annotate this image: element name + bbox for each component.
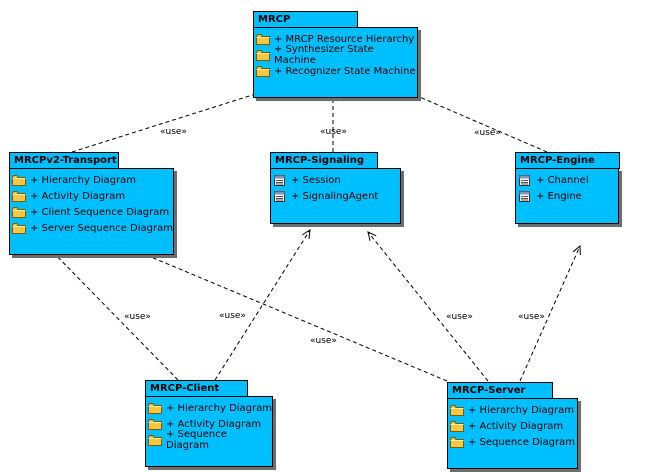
package-server[interactable]: + Hierarchy Diagram + Activity Diagram + S… [447, 382, 582, 472]
item-label: + Client Sequence Diagram [30, 206, 170, 218]
package-item[interactable]: + Synthesizer State Machine [254, 44, 417, 66]
folder-icon [12, 190, 26, 202]
dependency-line-server-to-signaling [367, 231, 489, 382]
folder-icon [12, 222, 26, 234]
item-label: + Hierarchy Diagram [30, 174, 137, 186]
folder-icon [256, 33, 270, 45]
folder-icon [12, 206, 26, 218]
package-body: + MRCP Resource Hierarchy+ Synthesizer S… [253, 27, 418, 98]
item-label: + Activity Diagram [468, 420, 564, 432]
class-icon [519, 174, 530, 186]
package-item[interactable]: + Sequence Diagram [146, 429, 272, 451]
folder-icon [148, 418, 162, 430]
use-stereotype-label: «use» [474, 128, 501, 138]
dependency-line-client-to-transport [46, 245, 179, 381]
package-name: MRCP-Client [145, 380, 248, 397]
item-label: + Activity Diagram [166, 418, 262, 430]
folder-icon [148, 434, 162, 446]
item-label: + Engine [536, 190, 582, 202]
dependency-line-server-to-engine [519, 245, 581, 382]
use-stereotype-label: «use» [219, 311, 246, 321]
package-transport[interactable]: + Hierarchy Diagram + Activity Diagram + C… [9, 152, 178, 259]
item-label: + Hierarchy Diagram [468, 404, 575, 416]
folder-icon [450, 420, 464, 432]
arrowhead-icon [302, 229, 311, 239]
class-icon [274, 190, 285, 202]
package-item[interactable]: + Activity Diagram [448, 418, 577, 434]
package-item[interactable]: + MRCP Resource Hierarchy [254, 31, 417, 47]
class-icon [519, 190, 530, 202]
package-item[interactable]: + Client Sequence Diagram [10, 204, 173, 220]
package-signaling[interactable]: + Session + SignalingAgent MRCP-Signaling [270, 152, 405, 228]
package-engine[interactable]: + Channel + Engine MRCP-Engine [515, 152, 623, 228]
arrowhead-icon [572, 244, 581, 256]
dependency-line-server-to-transport [119, 243, 448, 382]
dependency-line-client-to-signaling [214, 229, 311, 381]
package-body: + Hierarchy Diagram + Activity Diagram + S… [447, 398, 578, 469]
item-label: + Hierarchy Diagram [166, 402, 273, 414]
package-mrcp[interactable]: + MRCP Resource Hierarchy+ Synthesizer S… [253, 11, 422, 102]
package-name: MRCP-Signaling [270, 152, 378, 169]
folder-icon [256, 65, 270, 77]
package-item[interactable]: + Hierarchy Diagram [146, 400, 272, 416]
dependency-line-engine-to-mrcp [407, 91, 548, 153]
dependency-line-transport-to-mrcp [71, 91, 263, 153]
use-stereotype-label: «use» [160, 127, 187, 137]
package-body: + Hierarchy Diagram + Activity Diagram+ S… [145, 396, 273, 467]
item-label: + Synthesizer State Machine [274, 44, 374, 66]
folder-icon [256, 49, 270, 61]
item-label: + Channel [536, 174, 589, 186]
package-body: + Channel + Engine [515, 168, 619, 224]
package-item[interactable]: + Session [271, 172, 400, 188]
folder-icon [148, 402, 162, 414]
package-item[interactable]: + Activity Diagram [10, 188, 173, 204]
package-item[interactable]: + Sequence Diagram [448, 434, 577, 450]
folder-icon [450, 436, 464, 448]
use-stereotype-label: «use» [518, 312, 545, 322]
package-body: + Hierarchy Diagram + Activity Diagram + C… [9, 168, 174, 255]
item-label: + Activity Diagram [30, 190, 126, 202]
item-label: + Server Sequence Diagram [30, 222, 173, 234]
use-stereotype-label: «use» [446, 312, 473, 322]
item-label: + Sequence Diagram [166, 429, 227, 451]
package-item[interactable]: + Activity Diagram [146, 416, 272, 432]
package-body: + Session + SignalingAgent [270, 168, 401, 224]
item-label: + SignalingAgent [291, 190, 379, 202]
package-name: MRCP-Server [447, 382, 553, 399]
item-label: + Sequence Diagram [468, 436, 575, 448]
package-item[interactable]: + Server Sequence Diagram [10, 220, 173, 236]
item-label: + Session [291, 174, 341, 186]
use-stereotype-label: «use» [320, 127, 347, 137]
package-client[interactable]: + Hierarchy Diagram + Activity Diagram+ S… [145, 380, 277, 471]
use-stereotype-label: «use» [310, 336, 337, 346]
item-label: + MRCP Resource Hierarchy [274, 33, 415, 45]
package-item[interactable]: + Engine [516, 188, 618, 204]
package-name: MRCP [253, 11, 358, 28]
package-item[interactable]: + Hierarchy Diagram [448, 402, 577, 418]
item-label: + Recognizer State Machine [274, 65, 416, 77]
package-name: MRCP-Engine [515, 152, 620, 169]
package-item[interactable]: + Hierarchy Diagram [10, 172, 173, 188]
package-item[interactable]: + Channel [516, 172, 618, 188]
arrowhead-icon [367, 231, 377, 241]
folder-icon [450, 404, 464, 416]
package-item[interactable]: + SignalingAgent [271, 188, 400, 204]
class-icon [274, 174, 285, 186]
package-item[interactable]: + Recognizer State Machine [254, 63, 417, 79]
folder-icon [12, 174, 26, 186]
package-name: MRCPv2-Transport [9, 152, 119, 169]
use-stereotype-label: «use» [124, 312, 151, 322]
